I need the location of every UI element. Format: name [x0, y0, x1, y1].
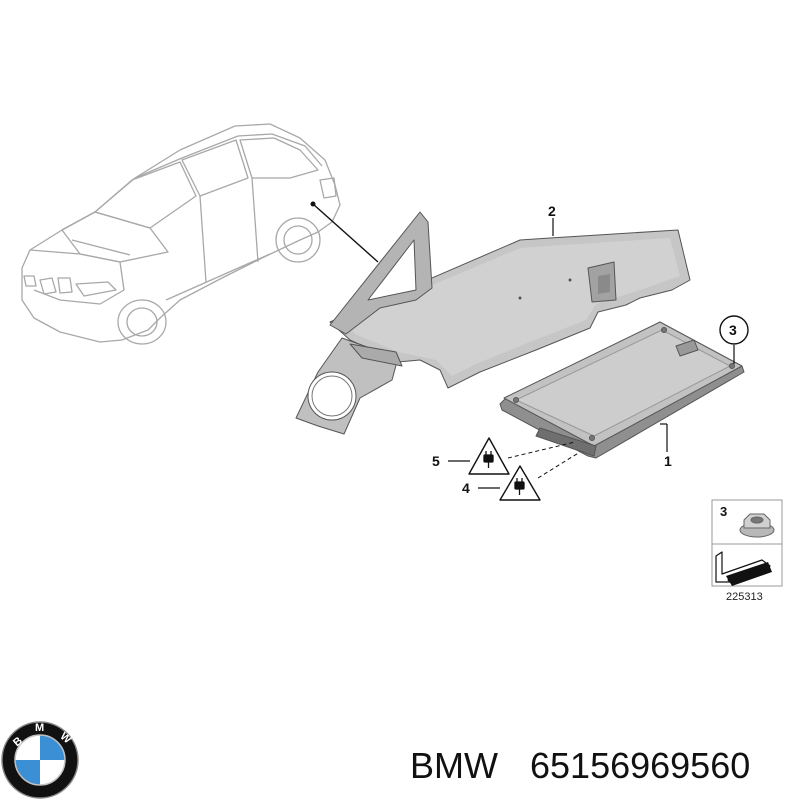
callout-control-unit: 1: [664, 453, 672, 469]
callout-leaders: [448, 218, 735, 489]
location-leader-line: [312, 203, 379, 263]
control-unit-part: [499, 321, 745, 459]
legend-box: 3 225313: [711, 499, 783, 603]
arrow-icon: [715, 551, 772, 586]
footer-brand: BMW: [410, 745, 498, 786]
legend-nut-label: 3: [720, 504, 727, 519]
bmw-logo: B M W: [1, 721, 79, 799]
callout-warning-lower: 4: [462, 480, 470, 496]
plug-icon: [514, 478, 525, 495]
callout-warning-upper: 5: [432, 453, 440, 469]
bracket-part: [295, 211, 691, 435]
vehicle-outline: [21, 123, 341, 345]
flange-nut-icon: [739, 513, 775, 538]
callout-nut-circle: [719, 315, 749, 345]
callout-bracket: 2: [548, 203, 556, 219]
warning-triangle-lower: [499, 465, 541, 501]
callout-nut: 3: [729, 322, 737, 338]
warning-leaders: [507, 441, 581, 479]
logo-letter-m: M: [35, 722, 44, 734]
footer-part-number: 65156969560: [530, 745, 750, 786]
plug-icon: [483, 451, 494, 468]
diagram-number: 225313: [726, 591, 763, 603]
warning-triangle-upper: [468, 437, 510, 475]
